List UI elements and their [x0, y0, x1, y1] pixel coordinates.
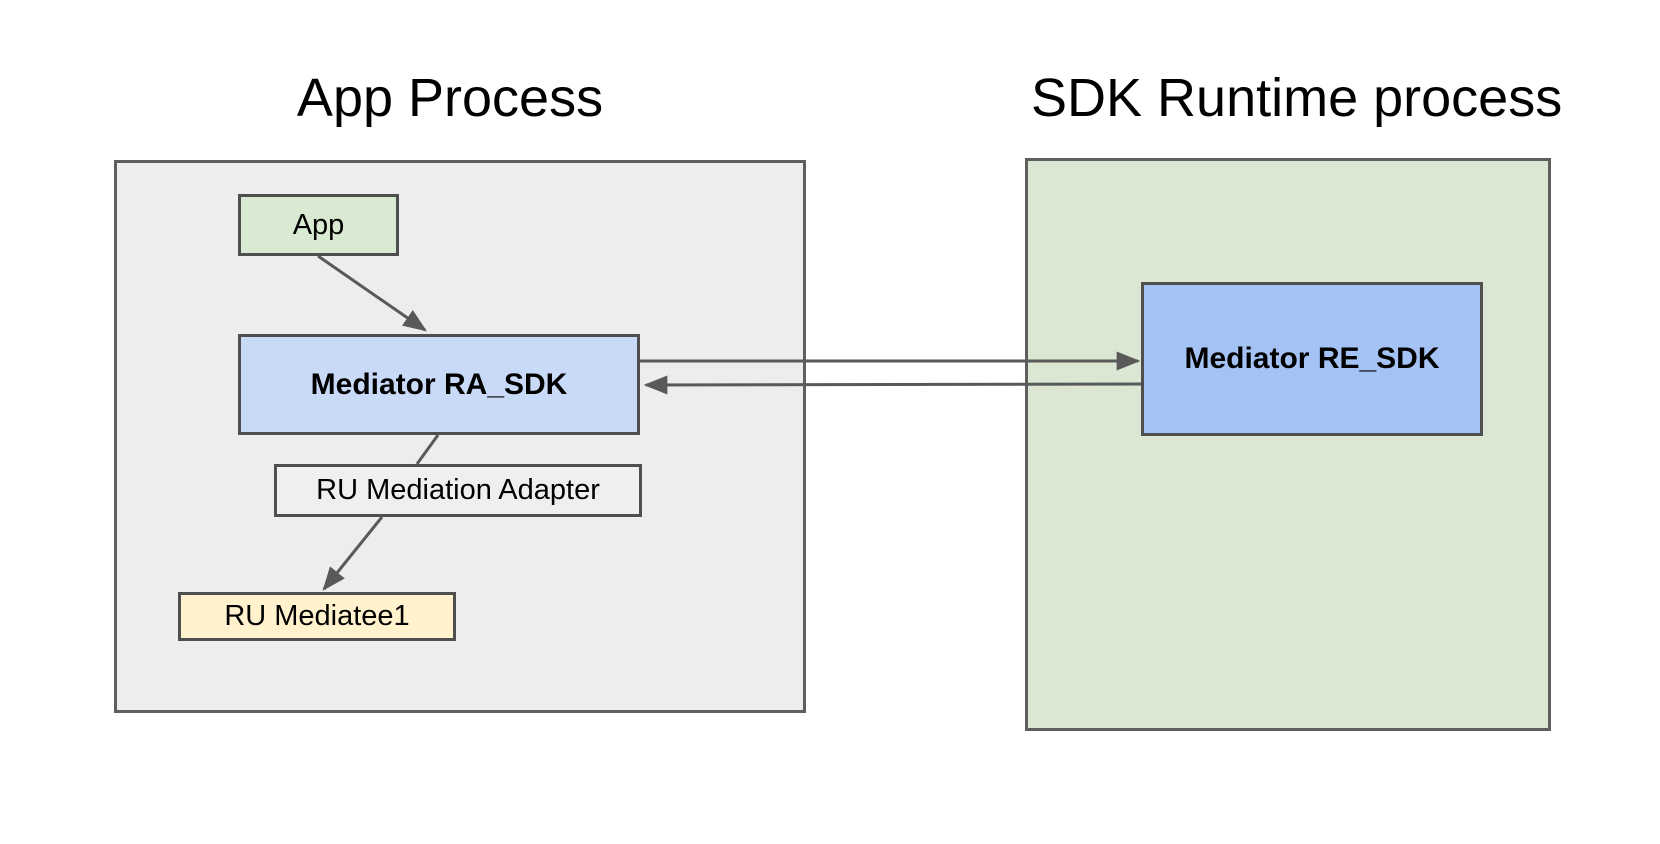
node-app: App — [238, 194, 399, 256]
node-ru-mediatee1: RU Mediatee1 — [178, 592, 456, 641]
node-ru-mediation-adapter: RU Mediation Adapter — [274, 464, 642, 517]
node-mediator-re-sdk: Mediator RE_SDK — [1141, 282, 1483, 436]
node-ru-mediatee1-label: RU Mediatee1 — [224, 600, 410, 632]
node-ru-mediation-adapter-label: RU Mediation Adapter — [316, 474, 600, 506]
app-process-title: App Process — [296, 68, 604, 128]
sdk-runtime-process-title: SDK Runtime process — [1031, 68, 1563, 128]
node-mediator-ra-sdk: Mediator RA_SDK — [238, 334, 640, 435]
node-app-label: App — [292, 208, 345, 241]
node-mediator-ra-sdk-label: Mediator RA_SDK — [310, 367, 568, 401]
node-mediator-re-sdk-label: Mediator RE_SDK — [1184, 342, 1440, 375]
sdk-runtime-process-container — [1025, 158, 1551, 731]
